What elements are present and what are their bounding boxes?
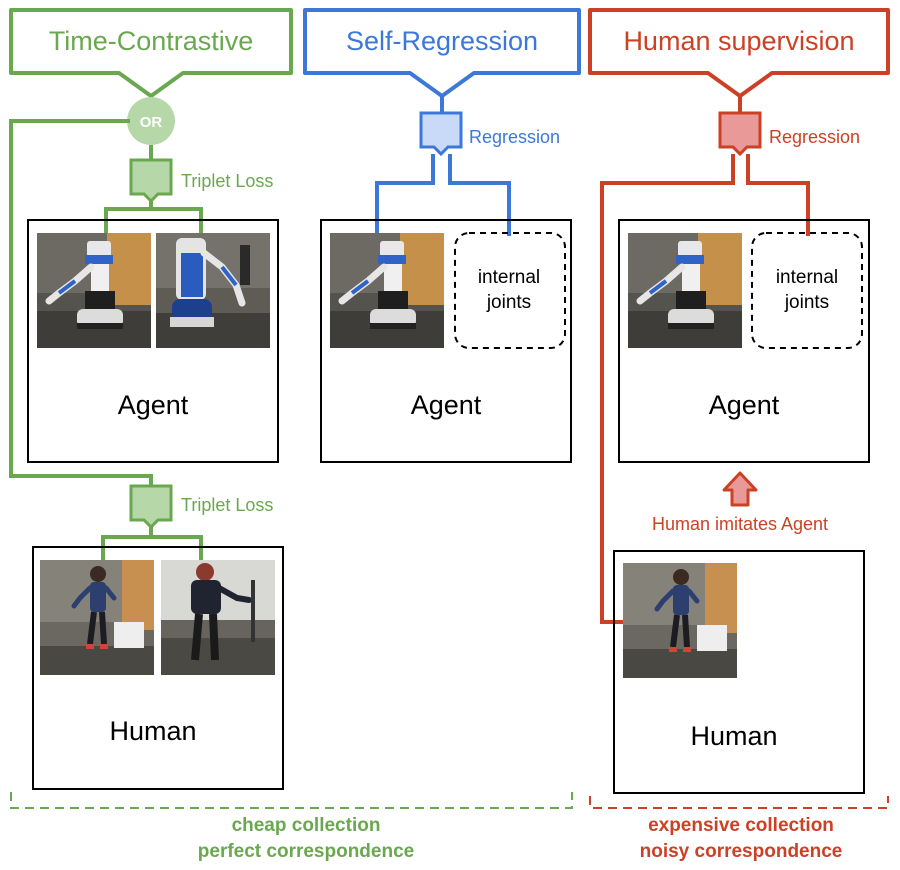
human-label: Human bbox=[690, 721, 777, 751]
title-banner-human-supervision bbox=[588, 8, 890, 98]
human-imitates-agent-label: Human imitates Agent bbox=[652, 514, 828, 534]
agent-label: Agent bbox=[411, 390, 482, 420]
connector-line bbox=[101, 527, 203, 560]
connector-line bbox=[600, 154, 810, 624]
or-gate-icon bbox=[127, 97, 175, 145]
internal-joints-line2: joints bbox=[784, 292, 829, 313]
footer-right-line2: noisy correspondence bbox=[640, 841, 843, 862]
title-time-contrastive: Time-Contrastive bbox=[49, 26, 254, 56]
agent-box bbox=[320, 219, 572, 463]
footer-cheap: cheap collection perfect correspondence bbox=[10, 792, 573, 862]
triplet-loss-gate-icon bbox=[129, 158, 173, 204]
triplet-loss-label-top: Triplet Loss bbox=[181, 171, 273, 191]
human-box bbox=[32, 546, 284, 790]
footer-left-line1: cheap collection bbox=[232, 815, 381, 836]
title-human-supervision: Human supervision bbox=[623, 26, 854, 56]
human-box bbox=[613, 550, 865, 794]
human-photo bbox=[623, 563, 737, 678]
internal-joints-box bbox=[751, 232, 863, 349]
internal-joints-line1: internal bbox=[478, 267, 540, 288]
internal-joints-box bbox=[454, 232, 566, 349]
title-banner-self-regression bbox=[303, 8, 581, 98]
agent-box bbox=[618, 219, 870, 463]
bracket-cheap bbox=[10, 792, 573, 809]
robot-photo-2 bbox=[156, 233, 270, 348]
column-human-supervision: Human supervision Regression internal jo… bbox=[588, 8, 890, 794]
human-photo-1 bbox=[40, 560, 154, 675]
up-arrow-icon bbox=[722, 471, 758, 507]
column-self-regression: Self-Regression Regression internal join… bbox=[303, 8, 581, 463]
human-photo-2 bbox=[161, 560, 275, 675]
human-label: Human bbox=[109, 716, 196, 746]
agent-box bbox=[27, 219, 279, 463]
regression-gate-icon bbox=[718, 111, 762, 157]
regression-label-self: Regression bbox=[469, 127, 560, 147]
triplet-loss-gate-icon bbox=[129, 484, 173, 530]
robot-photo-1 bbox=[37, 233, 151, 348]
footer-left-line2: perfect correspondence bbox=[198, 841, 414, 862]
column-time-contrastive: Time-Contrastive OR Triplet Loss Agent T… bbox=[9, 8, 293, 790]
bracket-expensive bbox=[589, 796, 889, 809]
agent-label: Agent bbox=[118, 390, 189, 420]
robot-photo bbox=[628, 233, 742, 348]
agent-label: Agent bbox=[709, 390, 780, 420]
connector-line bbox=[375, 154, 511, 236]
internal-joints-line1: internal bbox=[776, 267, 838, 288]
regression-label-human: Regression bbox=[769, 127, 860, 147]
footer-expensive: expensive collection noisy correspondenc… bbox=[589, 796, 889, 862]
title-self-regression: Self-Regression bbox=[346, 26, 538, 56]
robot-photo bbox=[330, 233, 444, 348]
title-banner-time-contrastive bbox=[9, 8, 293, 98]
connector-line bbox=[9, 119, 153, 486]
regression-gate-icon bbox=[419, 111, 463, 157]
footer-right-line1: expensive collection bbox=[648, 815, 834, 836]
connector-line bbox=[104, 201, 203, 236]
internal-joints-line2: joints bbox=[486, 292, 531, 313]
triplet-loss-label-bottom: Triplet Loss bbox=[181, 495, 273, 515]
or-gate-label: OR bbox=[140, 114, 163, 131]
